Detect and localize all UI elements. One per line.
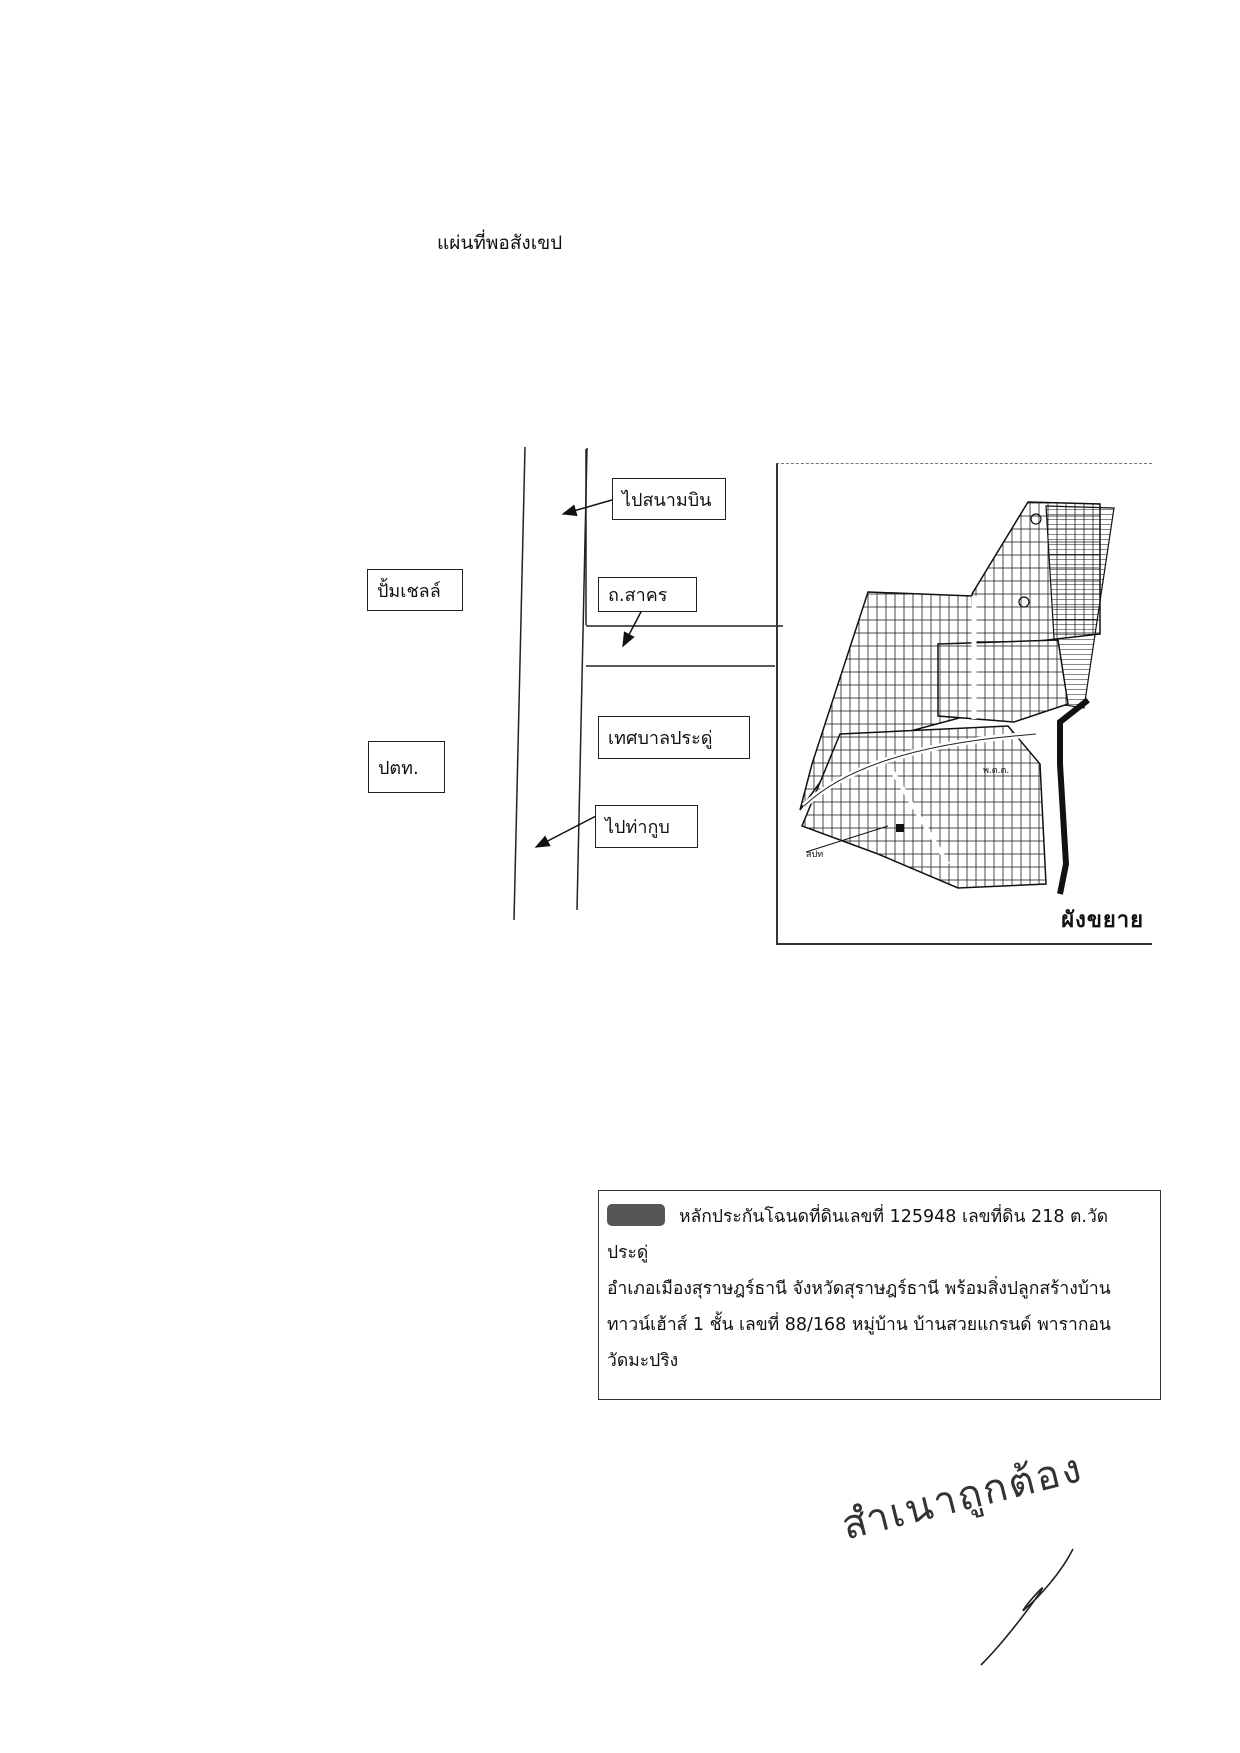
label-airport: ไปสนามบิน <box>612 478 726 520</box>
collateral-line-2: อำเภอเมืองสุราษฎร์ธานี จังหวัดสุราษฎร์ธา… <box>607 1279 1111 1299</box>
inset-caption: ผังขยาย <box>1061 908 1144 933</box>
plan-marker-mid <box>1018 596 1030 608</box>
inset-code-b: สปท <box>806 850 824 860</box>
collateral-line-3: ทาวน์เฮ้าส์ 1 ชั้น เลขที่ 88/168 หมู่บ้า… <box>607 1315 1111 1335</box>
redaction-block <box>607 1204 665 1226</box>
collateral-line-4: วัดมะปริง <box>607 1351 679 1371</box>
plan-marker-top <box>1030 513 1042 525</box>
plan-road-main-edge <box>803 733 1037 807</box>
plan-east-strip <box>1045 505 1115 709</box>
label-municipality: เทศบาลประดู่ <box>598 716 750 759</box>
subdivision-plan <box>799 501 1115 895</box>
plan-central-block <box>937 639 1069 723</box>
road-line-left <box>513 446 526 921</box>
label-ptt: ปตท. <box>368 741 445 793</box>
inset-layout-plan: พ.ต.ต. สปท ผังขยาย <box>776 463 1152 945</box>
inset-code-a: พ.ต.ต. <box>983 766 1010 776</box>
tha-kup-arrow <box>534 814 599 848</box>
collateral-line-1-text: หลักประกันโฉนดที่ดินเลขที่ 125948 เลขที่… <box>607 1207 1109 1263</box>
plan-road-branch <box>886 762 950 866</box>
signature-stroke <box>980 1548 1074 1666</box>
collateral-line-1: หลักประกันโฉนดที่ดินเลขที่ 125948 เลขที่… <box>607 1199 1146 1271</box>
airport-arrow <box>561 499 613 517</box>
label-pump-shell: ปั้มเชลล์ <box>367 569 463 611</box>
label-sakorn-road: ถ.สาคร <box>598 577 697 612</box>
document-title: แผ่นที่พอสังเขป <box>437 232 563 254</box>
plan-marker-lot <box>896 824 904 832</box>
collateral-description: หลักประกันโฉนดที่ดินเลขที่ 125948 เลขที่… <box>598 1190 1161 1400</box>
label-tha-kup: ไปท่ากูบ <box>595 805 698 848</box>
plan-leader <box>805 825 889 853</box>
plan-east-canal <box>1057 697 1090 895</box>
